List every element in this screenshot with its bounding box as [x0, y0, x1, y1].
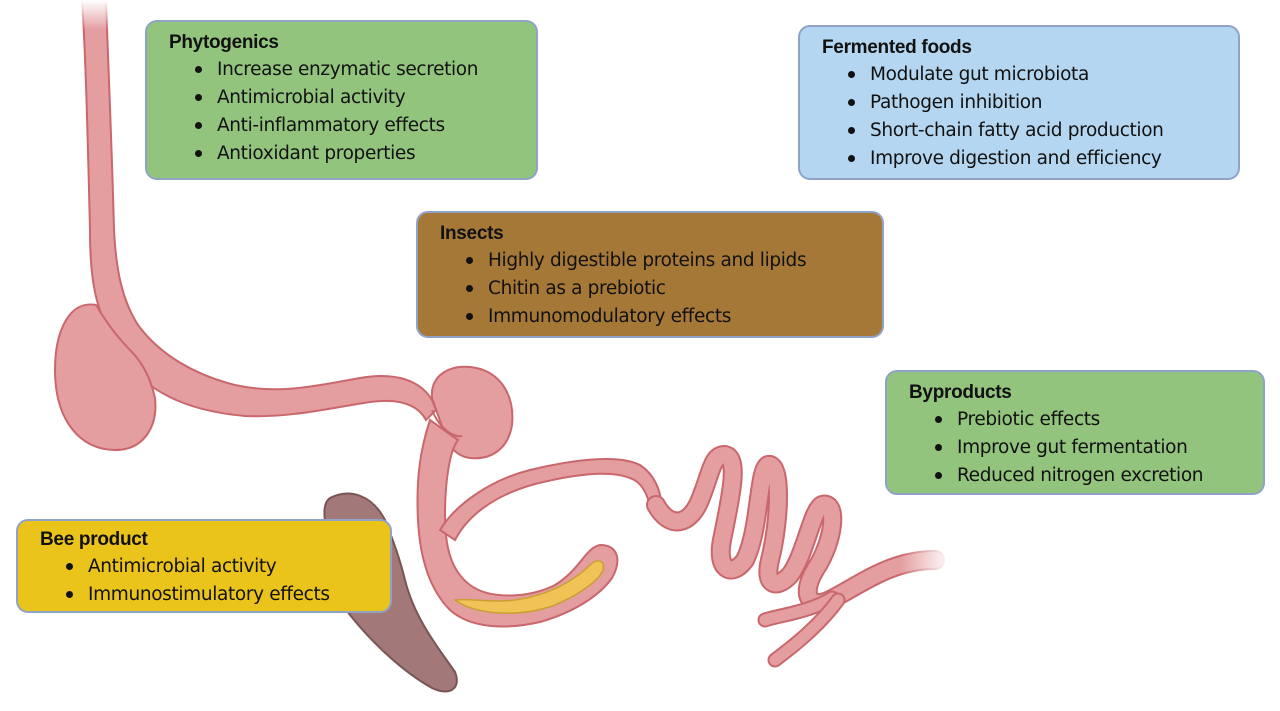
effects-list: Modulate gut microbiota Pathogen inhibit… — [822, 61, 1226, 173]
list-item: Improve digestion and efficiency — [848, 145, 1226, 173]
list-item: Antioxidant properties — [195, 140, 524, 168]
phytogenics-box: Phytogenics Increase enzymatic secretion… — [145, 20, 538, 180]
bullet-icon — [466, 313, 473, 320]
bullet-icon — [848, 127, 855, 134]
fermented-foods-box: Fermented foods Modulate gut microbiota … — [798, 25, 1240, 180]
list-item: Prebiotic effects — [935, 406, 1251, 434]
bullet-icon — [848, 155, 855, 162]
list-item: Highly digestible proteins and lipids — [466, 247, 870, 275]
bullet-icon — [195, 150, 202, 157]
crop-shape — [53, 303, 157, 452]
box-title: Insects — [440, 223, 504, 244]
list-item: Chitin as a prebiotic — [466, 275, 870, 303]
bullet-icon — [195, 94, 202, 101]
duodenum-shape — [416, 418, 619, 628]
bullet-icon — [66, 563, 73, 570]
bullet-icon — [466, 257, 473, 264]
bullet-icon — [466, 285, 473, 292]
box-title: Bee product — [40, 529, 148, 550]
box-title: Phytogenics — [169, 32, 279, 53]
small-intestine-coils — [646, 445, 945, 668]
bullet-icon — [935, 416, 942, 423]
list-item: Short-chain fatty acid production — [848, 117, 1226, 145]
list-item: Immunomodulatory effects — [466, 303, 870, 331]
effects-list: Antimicrobial activity Immunostimulatory… — [40, 553, 378, 609]
byproducts-box: Byproducts Prebiotic effects Improve gut… — [885, 370, 1265, 495]
list-item: Pathogen inhibition — [848, 89, 1226, 117]
bullet-icon — [935, 472, 942, 479]
pancreas-shape — [453, 560, 605, 614]
jejunum-loop — [438, 458, 664, 542]
list-item: Reduced nitrogen excretion — [935, 462, 1251, 490]
esophagus-shape — [80, 0, 438, 422]
bullet-icon — [195, 66, 202, 73]
effects-list: Increase enzymatic secretion Antimicrobi… — [169, 56, 524, 168]
insects-box: Insects Highly digestible proteins and l… — [416, 211, 884, 338]
bullet-icon — [195, 122, 202, 129]
bullet-icon — [66, 591, 73, 598]
list-item: Antimicrobial activity — [66, 553, 378, 581]
effects-list: Prebiotic effects Improve gut fermentati… — [909, 406, 1251, 490]
list-item: Antimicrobial activity — [195, 84, 524, 112]
list-item: Immunostimulatory effects — [66, 581, 378, 609]
bullet-icon — [935, 444, 942, 451]
list-item: Anti-inflammatory effects — [195, 112, 524, 140]
list-item: Increase enzymatic secretion — [195, 56, 524, 84]
bee-product-box: Bee product Antimicrobial activity Immun… — [16, 519, 392, 613]
box-title: Fermented foods — [822, 37, 972, 58]
list-item: Improve gut fermentation — [935, 434, 1251, 462]
effects-list: Highly digestible proteins and lipids Ch… — [440, 247, 870, 331]
bullet-icon — [848, 99, 855, 106]
box-title: Byproducts — [909, 382, 1012, 403]
list-item: Modulate gut microbiota — [848, 61, 1226, 89]
bullet-icon — [848, 71, 855, 78]
